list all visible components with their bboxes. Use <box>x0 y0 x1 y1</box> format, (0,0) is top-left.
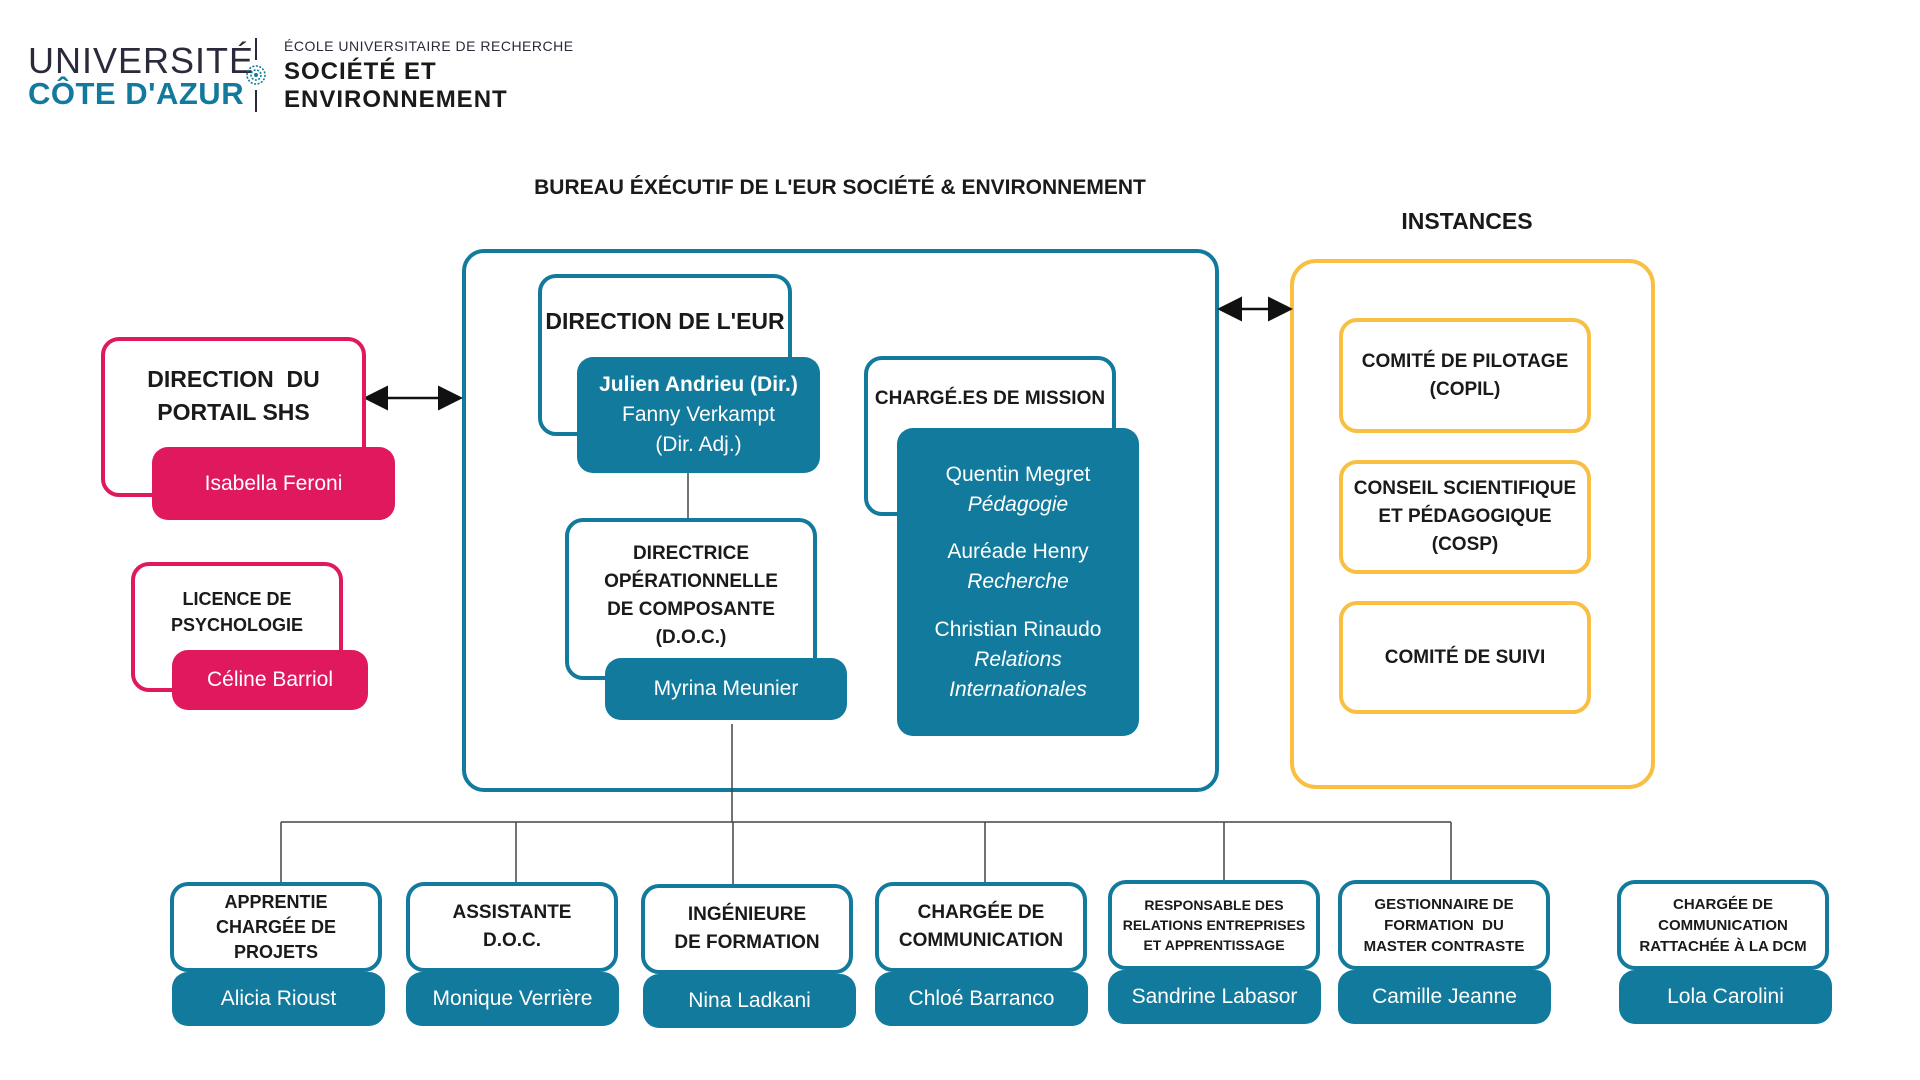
staff-box-1: APPRENTIE CHARGÉE DE PROJETS <box>170 882 382 972</box>
mission-member-role-line2: Internationales <box>949 677 1087 701</box>
staff-title-line: D.O.C. <box>482 930 542 951</box>
bureau-executif-frame <box>462 249 1219 792</box>
mission-member-role: Pédagogie <box>967 492 1069 516</box>
staff-title-line: MASTER CONTRASTE <box>1363 937 1525 955</box>
instance-suivi: COMITÉ DE SUIVI <box>1339 601 1591 714</box>
logo: UNIVERSITÉ CÔTE D'AZUR ÉCOLE UNIVERSITAI… <box>28 38 588 118</box>
staff-person-7: Lola Carolini <box>1619 970 1832 1024</box>
doc-person: Myrina Meunier <box>605 658 847 720</box>
logo-name-line1: SOCIÉTÉ ET <box>284 58 437 85</box>
deputy-name: Fanny Verkampt <box>622 403 775 426</box>
charges-mission-people: Quentin Megret Pédagogie Auréade Henry R… <box>897 428 1139 736</box>
staff-title-line: CHARGÉE DE <box>1672 895 1773 913</box>
mission-member-name: Auréade Henry <box>947 540 1089 563</box>
staff-title-line: CHARGÉE DE <box>917 902 1045 923</box>
direction-eur-people: Julien Andrieu (Dir.) Fanny Verkampt (Di… <box>577 357 820 473</box>
doc-line1: DIRECTRICE <box>632 543 750 564</box>
licence-line2: PSYCHOLOGIE <box>170 615 304 635</box>
logo-school-line: ÉCOLE UNIVERSITAIRE DE RECHERCHE <box>284 38 574 54</box>
instances-frame <box>1290 259 1655 789</box>
staff-person-3: Nina Ladkani <box>643 974 856 1028</box>
logo-star-icon <box>245 64 267 86</box>
doc-line3: DE COMPOSANTE <box>607 599 775 620</box>
staff-title-line: INGÉNIEURE <box>687 904 807 925</box>
staff-title-line: COMMUNICATION <box>898 930 1064 951</box>
mission-member-3: Christian Rinaudo Relations Internationa… <box>935 615 1102 705</box>
staff-title-line: ET APPRENTISSAGE <box>1143 937 1285 953</box>
instance-cosp-line3: (COSP) <box>1431 534 1499 555</box>
staff-title-line: DE FORMATION <box>674 932 820 953</box>
staff-person-2: Monique Verrière <box>406 972 619 1026</box>
mission-member-name: Quentin Megret <box>945 462 1091 486</box>
staff-title-line: RATTACHÉE À LA DCM <box>1639 937 1807 955</box>
staff-person-5: Sandrine Labasor <box>1108 970 1321 1024</box>
staff-title-line: ASSISTANTE <box>452 902 572 923</box>
staff-title-line: FORMATION DU <box>1384 916 1504 934</box>
deputy-role: (Dir. Adj.) <box>655 433 742 456</box>
licence-person: Céline Barriol <box>172 650 368 710</box>
mission-member-name: Christian Rinaudo <box>934 617 1102 641</box>
logo-separator-bottom <box>255 90 257 112</box>
staff-title-line: APPRENTIE <box>224 891 328 912</box>
staff-box-4: CHARGÉE DE COMMUNICATION <box>875 882 1087 972</box>
portail-person: Isabella Feroni <box>152 447 395 520</box>
staff-person-6: Camille Jeanne <box>1338 970 1551 1024</box>
instance-cosp-line2: ET PÉDAGOGIQUE <box>1378 506 1552 527</box>
staff-title-line: GESTIONNAIRE DE <box>1374 895 1514 913</box>
logo-name-line2: ENVIRONNEMENT <box>284 86 508 113</box>
staff-box-7: CHARGÉE DE COMMUNICATION RATTACHÉE À LA … <box>1617 880 1829 970</box>
instance-cosp-line1: CONSEIL SCIENTIFIQUE <box>1353 478 1577 499</box>
staff-person-1: Alicia Rioust <box>172 972 385 1026</box>
doc-line4: (D.O.C.) <box>655 627 727 648</box>
doc-line2: OPÉRATIONNELLE <box>604 571 778 592</box>
mission-member-2: Auréade Henry Recherche <box>947 537 1088 597</box>
instances-heading: INSTANCES <box>1401 208 1533 234</box>
instance-copil-line2: (COPIL) <box>1429 378 1501 400</box>
mission-member-role: Recherche <box>967 570 1069 593</box>
licence-line1: LICENCE DE <box>182 589 292 609</box>
instance-suivi-line1: COMITÉ DE SUIVI <box>1384 646 1546 668</box>
staff-box-2: ASSISTANTE D.O.C. <box>406 882 618 972</box>
staff-title-line: RESPONSABLE DES <box>1144 897 1284 913</box>
mission-member-1: Quentin Megret Pédagogie <box>946 460 1091 520</box>
instance-copil-line1: COMITÉ DE PILOTAGE <box>1361 350 1569 372</box>
staff-box-5: RESPONSABLE DES RELATIONS ENTREPRISES ET… <box>1108 880 1320 970</box>
instance-cosp: CONSEIL SCIENTIFIQUE ET PÉDAGOGIQUE (COS… <box>1339 460 1591 574</box>
portail-line2: PORTAIL SHS <box>157 399 310 425</box>
staff-person-4: Chloé Barranco <box>875 972 1088 1026</box>
doc-box: DIRECTRICE OPÉRATIONNELLE DE COMPOSANTE … <box>565 518 817 680</box>
staff-box-6: GESTIONNAIRE DE FORMATION DU MASTER CONT… <box>1338 880 1550 970</box>
direction-eur-title: DIRECTION DE L'EUR <box>545 308 785 334</box>
staff-title-line: COMMUNICATION <box>1658 916 1788 934</box>
logo-university-line2: CÔTE D'AZUR <box>28 76 245 111</box>
logo-separator-top <box>255 38 257 60</box>
staff-title-line: CHARGÉE DE PROJETS <box>215 916 336 962</box>
director-name: Julien Andrieu (Dir.) <box>599 373 798 396</box>
staff-box-3: INGÉNIEURE DE FORMATION <box>641 884 853 974</box>
portail-line1: DIRECTION DU <box>147 366 320 392</box>
bureau-heading: BUREAU ÉXÉCUTIF DE L'EUR SOCIÉTÉ & ENVIR… <box>534 176 1146 199</box>
logo-university-line1: UNIVERSITÉ <box>28 40 255 81</box>
staff-title-line: RELATIONS ENTREPRISES <box>1122 917 1306 933</box>
instance-copil: COMITÉ DE PILOTAGE (COPIL) <box>1339 318 1591 433</box>
charges-mission-title: CHARGÉ.ES DE MISSION <box>874 388 1106 409</box>
mission-member-role-line1: Relations <box>974 647 1062 671</box>
